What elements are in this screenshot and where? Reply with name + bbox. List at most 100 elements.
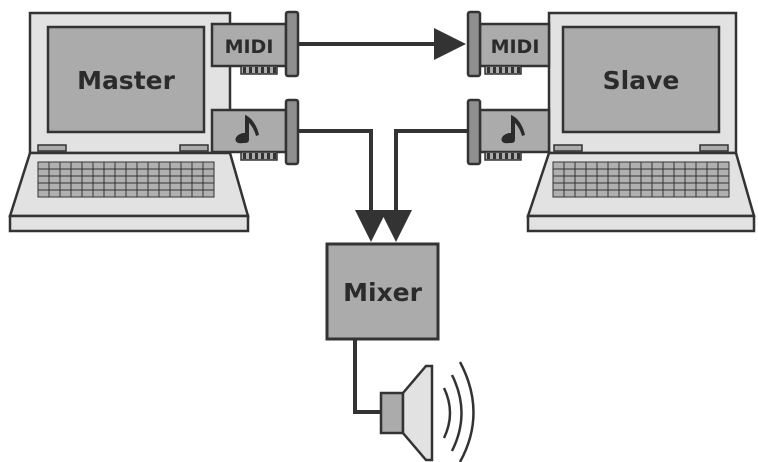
keyboard-key bbox=[618, 182, 631, 191]
keyboard-key bbox=[180, 168, 193, 177]
music-note-icon bbox=[235, 115, 259, 144]
keyboard-key bbox=[596, 189, 609, 198]
mixer-box bbox=[325, 242, 440, 341]
keyboard-key bbox=[585, 182, 598, 191]
keyboard-key bbox=[37, 175, 50, 184]
keyboard-key bbox=[563, 189, 576, 198]
keyboard-key bbox=[585, 175, 598, 184]
master-hinge-right bbox=[179, 144, 209, 152]
keyboard-key bbox=[607, 175, 620, 184]
keyboard-key bbox=[717, 189, 730, 198]
slave-midi-card-body bbox=[478, 22, 551, 68]
master-midi-label: MIDI bbox=[225, 36, 274, 58]
keyboard-key bbox=[59, 189, 72, 198]
keyboard-key bbox=[169, 168, 182, 177]
keyboard-key bbox=[629, 168, 642, 177]
keyboard-key bbox=[81, 189, 94, 198]
connector-base bbox=[240, 151, 278, 161]
keyboard-key bbox=[552, 168, 565, 177]
keyboard-key bbox=[70, 168, 83, 177]
keyboard-key bbox=[706, 161, 719, 170]
slave-label: Slave bbox=[603, 66, 680, 95]
connector-pin bbox=[517, 67, 520, 73]
keyboard-key bbox=[125, 168, 138, 177]
keyboard-key bbox=[574, 168, 587, 177]
keyboard-key bbox=[662, 182, 675, 191]
connector-pin bbox=[243, 67, 246, 73]
keyboard-key bbox=[717, 182, 730, 191]
keyboard-key bbox=[717, 161, 730, 170]
keyboard-key bbox=[136, 161, 149, 170]
keyboard-key bbox=[48, 189, 61, 198]
keyboard-key bbox=[136, 182, 149, 191]
connector-pin bbox=[267, 67, 270, 73]
keyboard-key bbox=[114, 182, 127, 191]
keyboard-key bbox=[169, 175, 182, 184]
keyboard-key bbox=[563, 182, 576, 191]
slave-keyboard bbox=[552, 161, 730, 198]
connector-pin bbox=[261, 153, 264, 159]
keyboard-key bbox=[202, 182, 215, 191]
keyboard-key bbox=[92, 161, 105, 170]
keyboard-key bbox=[81, 175, 94, 184]
mixer-label: Mixer bbox=[343, 278, 423, 307]
keyboard-key bbox=[552, 175, 565, 184]
keyboard-key bbox=[48, 161, 61, 170]
connector-base bbox=[484, 151, 522, 161]
keyboard-key bbox=[695, 175, 708, 184]
keyboard-key bbox=[103, 168, 116, 177]
keyboard-key bbox=[37, 168, 50, 177]
keyboard-key bbox=[81, 161, 94, 170]
slave-screen bbox=[561, 25, 721, 134]
connector-pin bbox=[273, 67, 276, 73]
keyboard-key bbox=[552, 182, 565, 191]
keyboard-key bbox=[662, 175, 675, 184]
keyboard-key bbox=[695, 161, 708, 170]
keyboard-key bbox=[706, 182, 719, 191]
keyboard-key bbox=[552, 189, 565, 198]
keyboard-key bbox=[158, 182, 171, 191]
keyboard-key bbox=[136, 175, 149, 184]
keyboard-key bbox=[673, 168, 686, 177]
master-keyboard bbox=[37, 161, 215, 198]
keyboard-key bbox=[37, 189, 50, 198]
music-note-icon bbox=[501, 115, 525, 144]
keyboard-key bbox=[59, 161, 72, 170]
slave-audio-card-bracket bbox=[466, 98, 482, 166]
connector-pin bbox=[511, 153, 514, 159]
keyboard-key bbox=[662, 168, 675, 177]
keyboard-key bbox=[662, 189, 675, 198]
keyboard-key bbox=[651, 168, 664, 177]
keyboard-key bbox=[125, 161, 138, 170]
connector-base bbox=[484, 65, 522, 75]
keyboard-key bbox=[37, 182, 50, 191]
keyboard-key bbox=[191, 175, 204, 184]
keyboard-key bbox=[684, 175, 697, 184]
mixer: Mixer bbox=[325, 242, 440, 341]
master-audio-card-connector bbox=[240, 151, 278, 161]
keyboard-key bbox=[169, 161, 182, 170]
keyboard-key bbox=[596, 168, 609, 177]
connector-pin bbox=[499, 153, 502, 159]
keyboard-key bbox=[684, 182, 697, 191]
keyboard-key bbox=[147, 168, 160, 177]
master-screen bbox=[46, 25, 206, 134]
connector-pin bbox=[505, 153, 508, 159]
keyboard-key bbox=[607, 168, 620, 177]
keyboard-key bbox=[607, 189, 620, 198]
keyboard-key bbox=[607, 182, 620, 191]
keyboard-key bbox=[158, 175, 171, 184]
keyboard-key bbox=[136, 168, 149, 177]
connector-pin bbox=[487, 67, 490, 73]
keyboard-key bbox=[202, 189, 215, 198]
keyboard-key bbox=[191, 168, 204, 177]
slave-laptop-front bbox=[526, 214, 756, 233]
connector-pin bbox=[243, 153, 246, 159]
slave-midi-card-connector bbox=[484, 65, 522, 75]
sound-wave-large bbox=[458, 361, 475, 462]
connector-pin bbox=[517, 153, 520, 159]
connector-pin bbox=[487, 153, 490, 159]
keyboard-key bbox=[180, 189, 193, 198]
master-audio-arrow bbox=[298, 129, 387, 242]
keyboard-key bbox=[585, 168, 598, 177]
